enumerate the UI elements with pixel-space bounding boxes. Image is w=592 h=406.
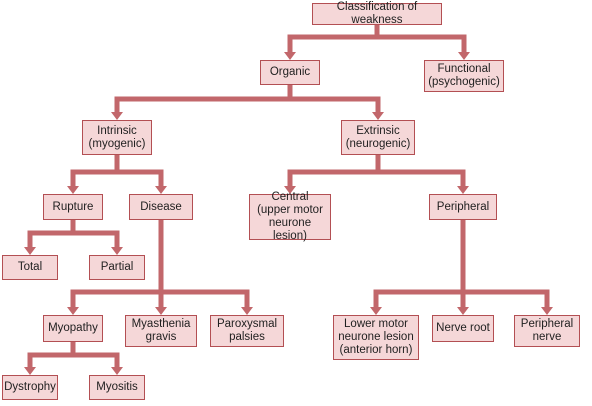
arrowhead [155,307,167,315]
connector-extrinsic [287,155,466,186]
arrowhead [111,367,123,375]
connector-classification [287,25,467,52]
node-rupture: Rupture [43,194,103,220]
arrowhead [67,307,79,315]
arrowhead [541,307,553,315]
connector-peripheral [373,220,550,307]
arrowhead [457,307,469,315]
arrowhead [284,186,296,194]
arrowhead [370,307,382,315]
node-lower-motor-neurone-lesion: Lower motor neurone lesion (anterior hor… [333,315,419,360]
connector-disease [70,220,250,307]
node-myopathy: Myopathy [43,315,103,342]
node-myasthenia-gravis: Myasthenia gravis [125,315,197,347]
node-myositis: Myositis [89,375,145,400]
node-classification-of-weakness: Classification of weakness [312,1,442,26]
node-dystrophy: Dystrophy [2,375,58,400]
node-central: Central (upper motor neurone lesion) [249,191,331,242]
arrowhead [284,52,296,60]
arrowhead [67,186,79,194]
node-intrinsic: Intrinsic (myogenic) [82,120,152,155]
arrowhead [372,112,384,120]
node-total: Total [2,255,58,280]
node-peripheral: Peripheral [429,194,497,220]
node-partial: Partial [89,255,145,280]
arrowhead [24,367,36,375]
arrowhead [111,112,123,120]
node-extrinsic: Extrinsic (neurogenic) [341,120,415,155]
connector-intrinsic [70,155,164,186]
arrowhead [241,307,253,315]
node-paroxysmal-palsies: Paroxysmal palsies [210,315,284,347]
node-functional: Functional (psychogenic) [424,60,504,92]
arrowhead [155,186,167,194]
node-organic: Organic [260,60,320,85]
arrowhead [457,186,469,194]
node-nerve-root: Nerve root [432,315,494,342]
node-peripheral-nerve: Peripheral nerve [514,315,580,347]
arrowhead [111,247,123,255]
connector-myopathy [27,342,120,367]
node-disease: Disease [129,194,193,220]
arrowhead [458,52,470,60]
arrowhead [24,247,36,255]
connector-rupture [27,220,120,247]
connector-organic [114,85,381,112]
